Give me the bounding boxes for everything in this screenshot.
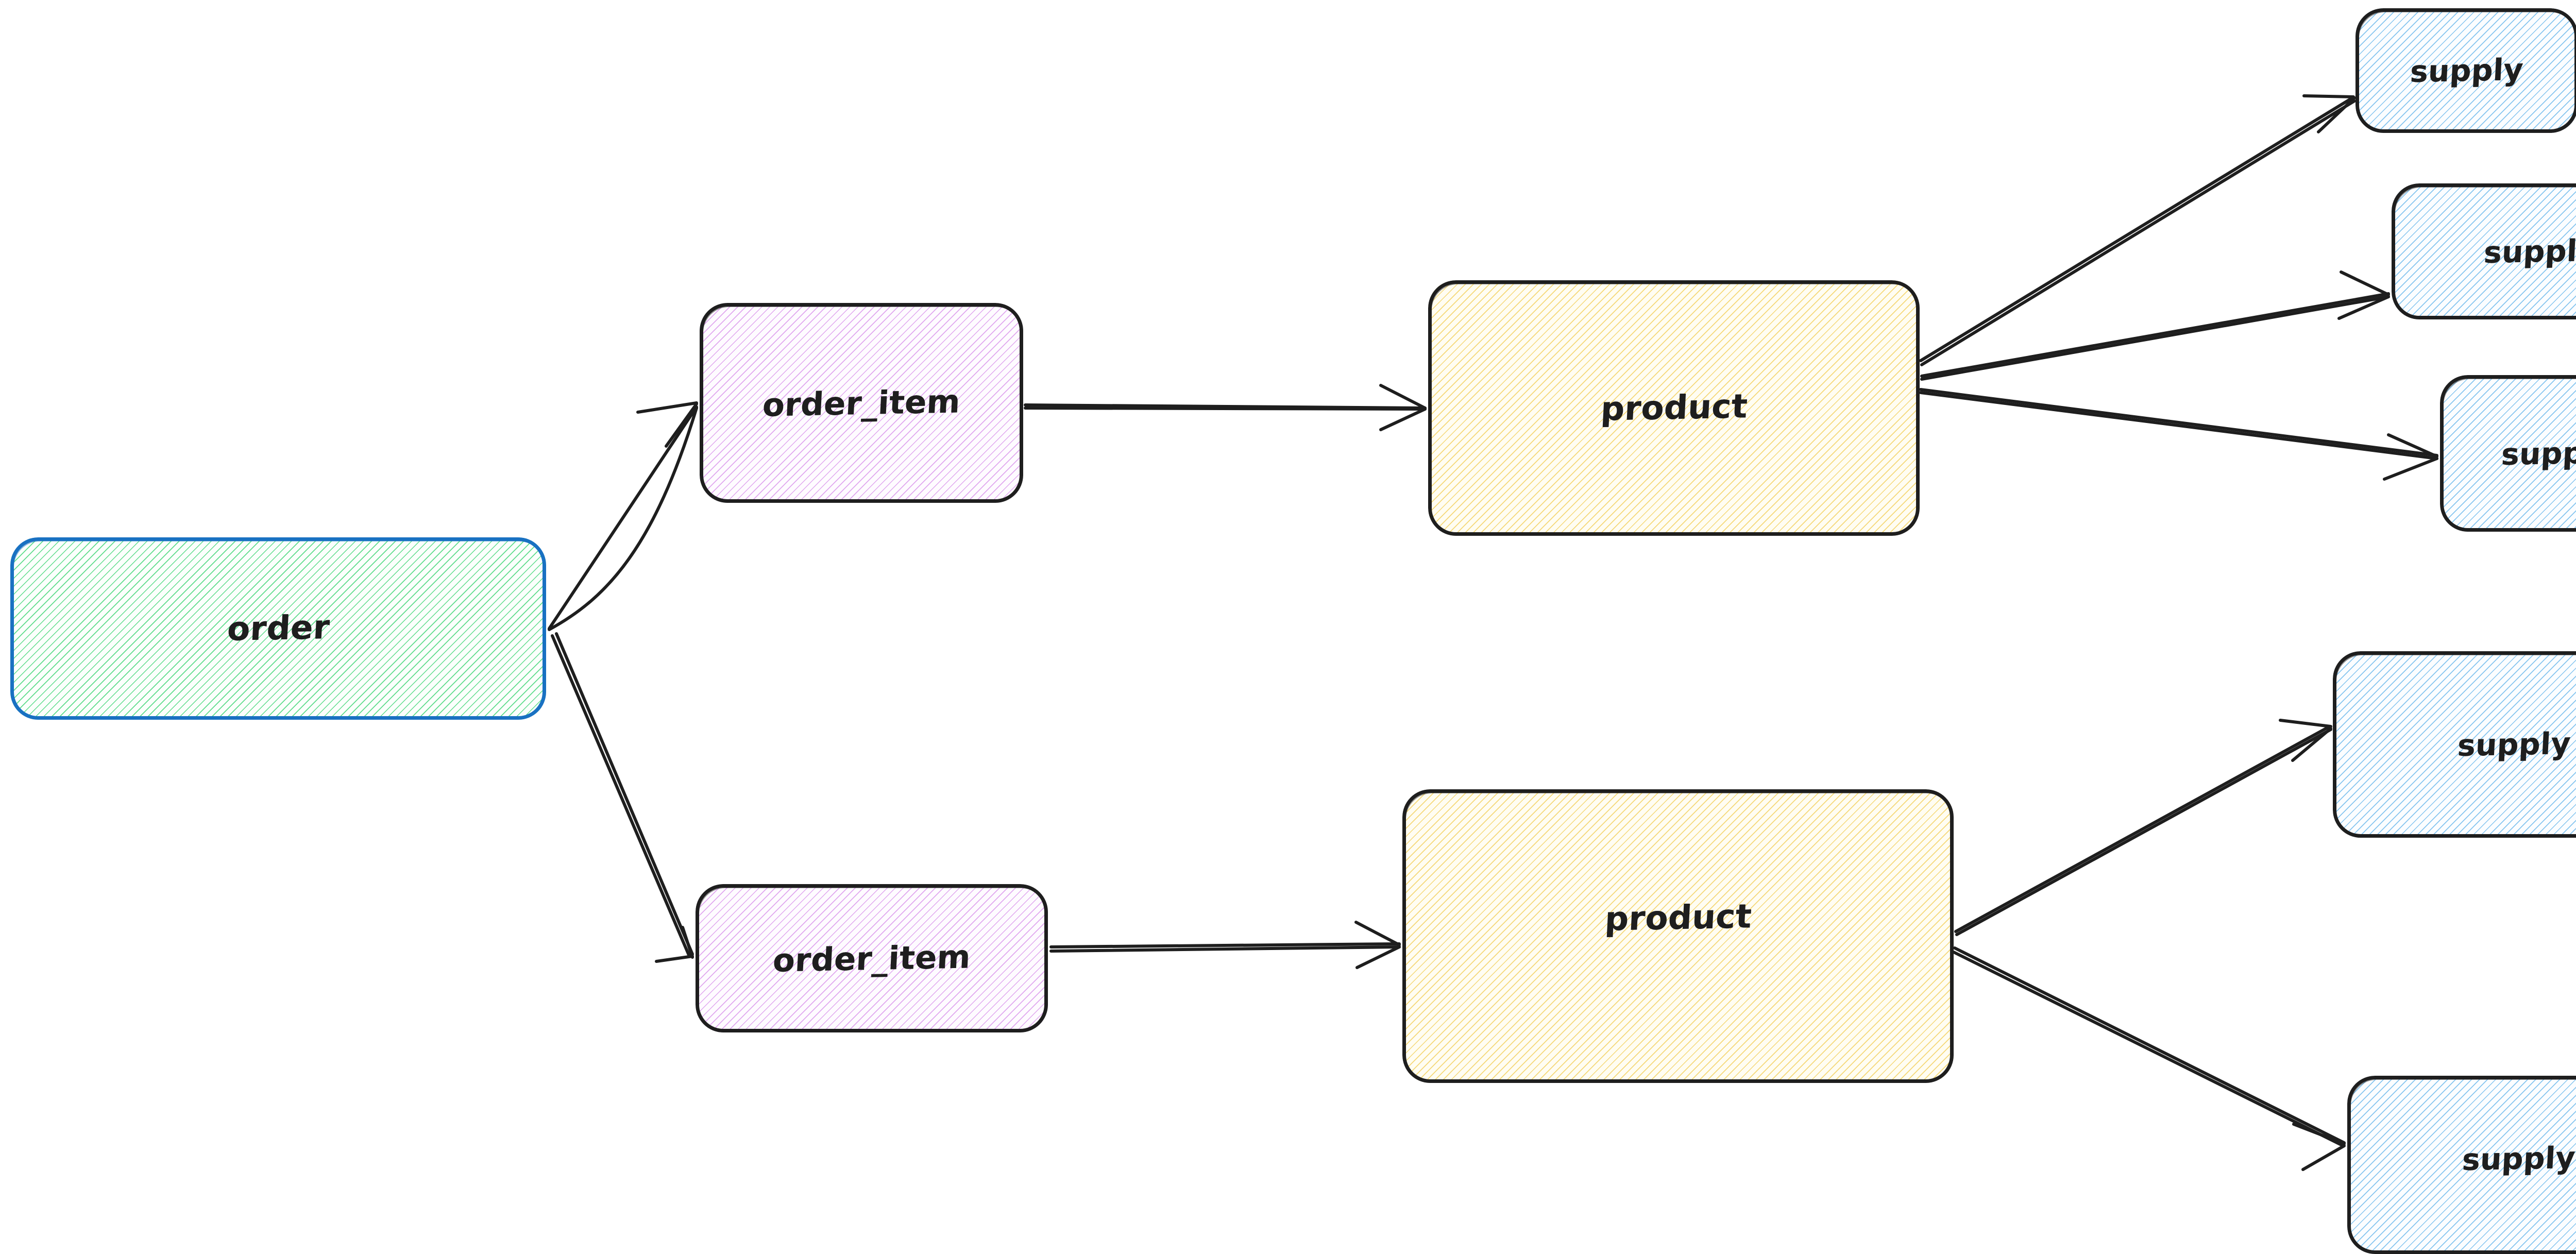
edge-product-1-to-supply-1	[1919, 94, 2356, 366]
node-supply-2-fill	[2392, 183, 2576, 319]
node-supply-4-label: supply	[2456, 725, 2572, 764]
node-product-2-outline-sketch	[1404, 791, 1954, 1083]
node-supply-1[interactable]: supply	[2355, 8, 2576, 133]
edge-order-item-1-to-product-1	[1024, 384, 1427, 431]
edge-product-1-to-supply-3	[1919, 388, 2438, 481]
edge-product-2-to-supply-5	[1952, 946, 2346, 1171]
node-product-1-label: product	[1599, 387, 1749, 429]
node-supply-3-outline-sketch	[2442, 377, 2576, 532]
edge-order-to-order-item-2	[551, 632, 694, 963]
node-order-item-1-outline-sketch	[701, 305, 1023, 503]
node-order-label: order	[226, 608, 331, 649]
edge-product-2-to-supply-4	[1954, 719, 2332, 936]
node-product-2-label: product	[1603, 897, 1753, 939]
node-supply-4-outline-sketch	[2334, 653, 2576, 838]
node-order[interactable]: order	[10, 537, 546, 720]
node-order-fill	[10, 537, 546, 720]
node-supply-3[interactable]: supply	[2440, 375, 2576, 532]
node-supply-2-label: supply	[2483, 232, 2576, 270]
edge-order-item-2-to-product-2	[1049, 921, 1401, 969]
node-order-item-2-fill	[696, 884, 1048, 1032]
node-order-item-2-outline-sketch	[697, 886, 1048, 1032]
node-order-item-1-label: order_item	[761, 382, 961, 424]
node-supply-1-fill	[2355, 8, 2576, 133]
node-supply-2-outline-sketch	[2393, 185, 2576, 319]
node-product-1[interactable]: product	[1428, 280, 1920, 536]
edge-order-to-order-item-1	[548, 401, 698, 631]
node-order-item-2-label: order_item	[772, 937, 972, 979]
node-order-item-1[interactable]: order_item	[700, 303, 1023, 503]
node-product-2-fill	[1402, 789, 1954, 1083]
node-product-1-outline-sketch	[1430, 282, 1920, 536]
node-product-1-fill	[1428, 280, 1920, 536]
node-supply-1-outline-sketch	[2357, 10, 2576, 133]
node-product-2[interactable]: product	[1402, 789, 1954, 1083]
node-supply-2[interactable]: supply	[2392, 183, 2576, 319]
node-supply-5[interactable]: supply	[2347, 1076, 2576, 1254]
node-order-item-2[interactable]: order_item	[696, 884, 1048, 1032]
node-supply-4-fill	[2333, 651, 2576, 838]
node-supply-5-fill	[2347, 1076, 2576, 1254]
node-supply-5-label: supply	[2461, 1140, 2576, 1178]
node-supply-3-label: supply	[2500, 434, 2576, 472]
edge-product-1-to-supply-2	[1920, 270, 2390, 381]
node-order-outline-sketch	[12, 539, 546, 720]
node-supply-1-label: supply	[2409, 52, 2524, 90]
node-supply-4[interactable]: supply	[2333, 651, 2576, 838]
node-order-item-1-fill	[700, 303, 1023, 503]
